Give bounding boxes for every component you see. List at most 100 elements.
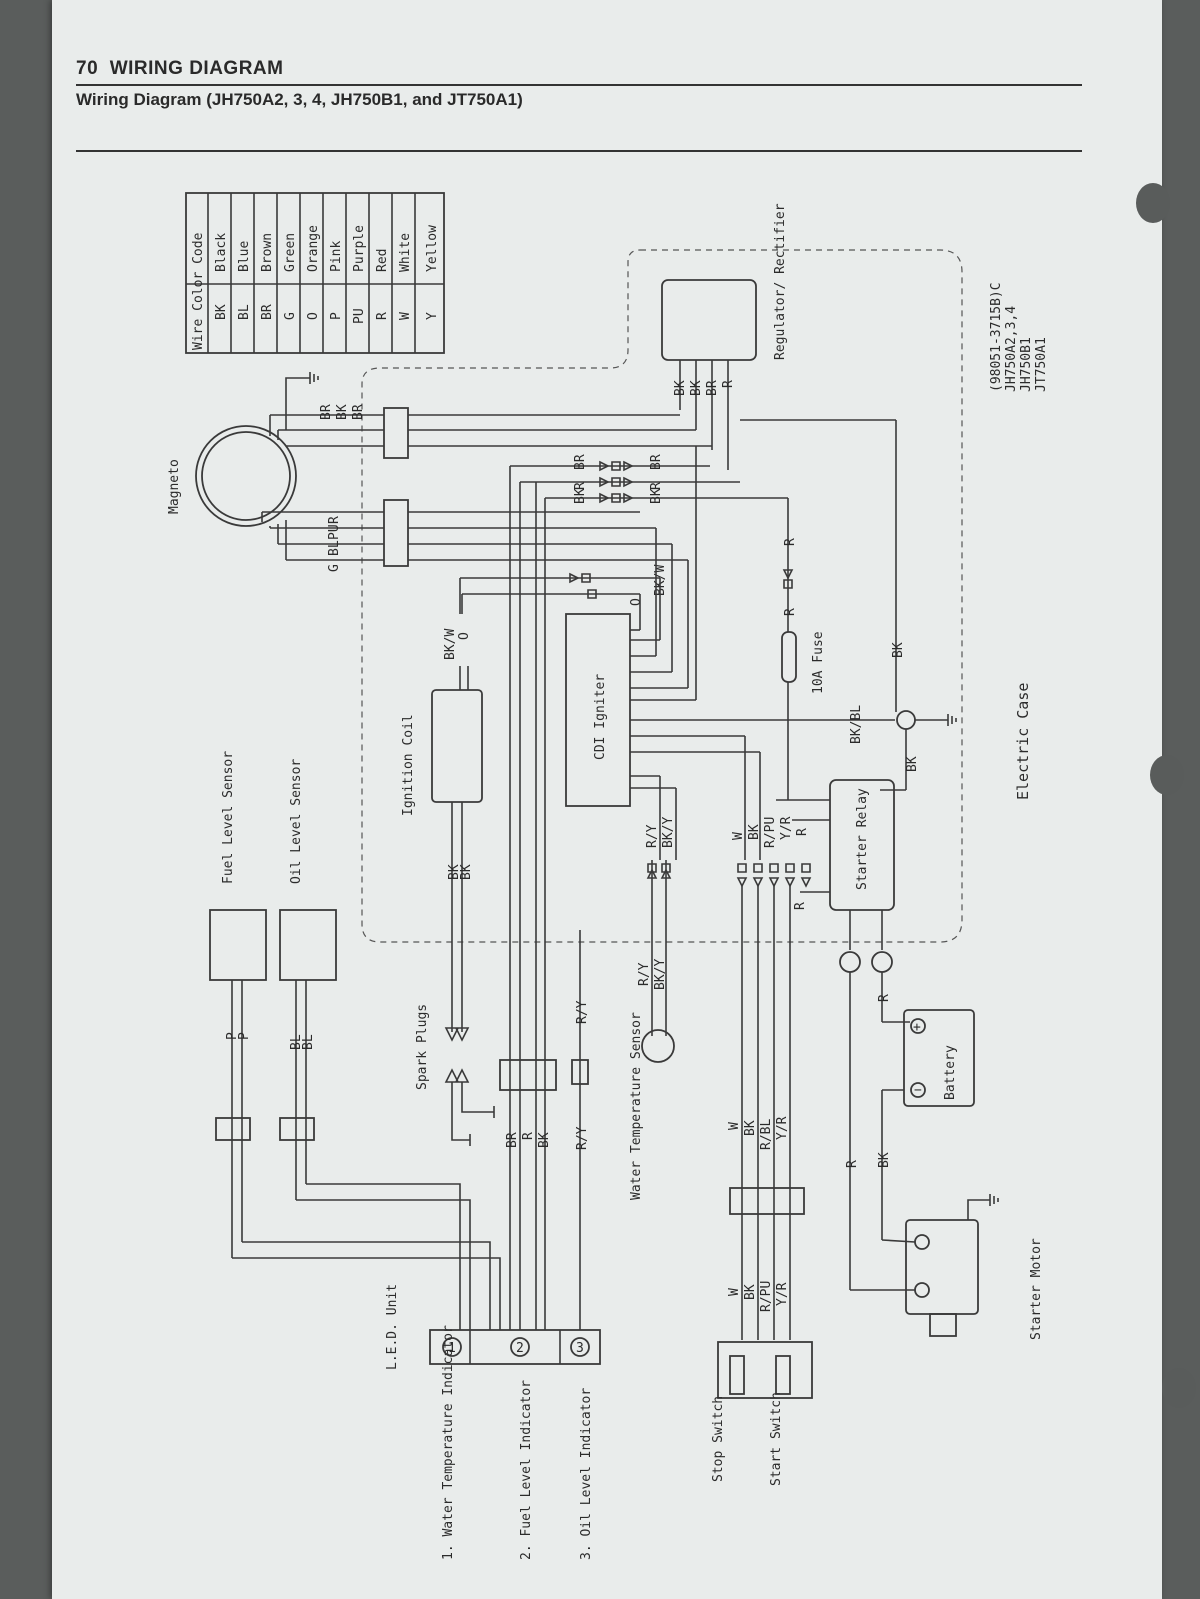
section-title: WIRING DIAGRAM: [109, 58, 284, 79]
wire-label: R: [649, 482, 664, 490]
battery-negative-terminal: [910, 1082, 926, 1098]
wire-label: R/Y: [575, 1126, 590, 1150]
wire-label: R/Y: [645, 824, 660, 848]
stop-switch-label: Stop Switch: [711, 1396, 726, 1482]
switch-connector: [729, 1187, 805, 1215]
switch-housing: [717, 1341, 813, 1399]
wire-label: R/PU: [763, 817, 778, 848]
led-indicator-label: 1. Water Temperature Indicator: [441, 1325, 456, 1560]
harness-connector: [499, 1059, 557, 1091]
stop-switch-button[interactable]: [729, 1355, 745, 1395]
starter-motor-terminal: [914, 1234, 930, 1250]
starter-motor-label: Starter Motor: [1029, 1238, 1044, 1340]
led-indicator-label: 3. Oil Level Indicator: [579, 1388, 594, 1560]
color-name: Purple: [352, 225, 367, 272]
wire-label: Y/R: [775, 1116, 790, 1140]
cdi-igniter-box: [565, 613, 631, 807]
wire-label: P: [225, 1032, 240, 1040]
wire-label: BR: [573, 454, 588, 470]
wire-label: O: [629, 598, 644, 606]
start-switch-label: Start Switch: [769, 1392, 784, 1486]
spark-plugs-label: Spark Plugs: [415, 1004, 430, 1090]
magneto-top-connector: [383, 407, 409, 459]
color-code: BK: [214, 304, 229, 320]
wire-label: BR: [649, 454, 664, 470]
wire-label: R: [845, 1160, 860, 1168]
wire-label: BL: [327, 540, 342, 556]
fuse-label: 10A Fuse: [811, 631, 826, 694]
magneto: Magneto: [167, 425, 297, 527]
page-subtitle: Wiring Diagram (JH750A2, 3, 4, JH750B1, …: [76, 90, 523, 109]
wire-label: BL: [301, 1034, 316, 1050]
color-name: Yellow: [425, 225, 440, 272]
binder-hole: [1162, 1368, 1196, 1408]
water-temp-label: Water Temperature Sensor: [629, 1012, 644, 1200]
fuel-level-sensor-label: Fuel Level Sensor: [221, 751, 236, 884]
color-code: R: [375, 312, 390, 320]
led-unit-box: [429, 1329, 601, 1365]
color-name: Orange: [306, 225, 321, 272]
wire-label: R: [783, 608, 798, 616]
svg-text:−: −: [914, 1083, 922, 1098]
color-name: Brown: [260, 233, 275, 272]
starter-motor-box: [905, 1219, 979, 1315]
wire-label: R/Y: [637, 962, 652, 986]
diode-block: BR R BK BR R BK: [510, 454, 788, 504]
start-switch-button[interactable]: [775, 1355, 791, 1395]
color-code: Y: [425, 312, 440, 320]
wire-label: BK: [747, 824, 762, 840]
color-code: P: [329, 312, 344, 320]
regulator-label: Regulator/ Rectifier: [773, 203, 788, 360]
battery-box: [903, 1009, 975, 1107]
color-code: W: [398, 312, 413, 320]
wire-label: Y/R: [775, 1282, 790, 1306]
magneto-bottom-connector: [383, 499, 409, 567]
electric-case-outline: [361, 249, 963, 943]
led-indicator-1: [442, 1337, 462, 1357]
starter-motor-terminal: [914, 1282, 930, 1298]
wire-label: G: [327, 564, 342, 572]
wire-label: BR: [319, 404, 334, 420]
fuel-sensor-connector: [215, 1117, 251, 1141]
relay-terminal: [871, 951, 893, 973]
svg-text:+: +: [913, 1020, 921, 1035]
color-code: O: [306, 312, 321, 320]
wire-label: BK/W: [443, 629, 458, 660]
color-name: Green: [283, 233, 298, 272]
oil-level-sensor-box: [279, 909, 337, 981]
color-name: White: [398, 233, 413, 272]
led-unit-label: L.E.D. Unit: [385, 1284, 400, 1370]
color-code: BL: [237, 304, 252, 320]
ry-connector: [571, 1059, 589, 1085]
subtitle-rule: [76, 150, 1082, 152]
led-number: 3: [576, 1341, 584, 1356]
led-number: 1: [448, 1341, 456, 1356]
wire-label: R/BL: [759, 1119, 774, 1150]
model-code: JH750A2,3,4: [1004, 306, 1019, 392]
ground-terminal: [896, 710, 916, 730]
magneto-label: Magneto: [167, 459, 182, 514]
ignition-coil-box: [431, 689, 483, 803]
wire-label: Y/R: [779, 816, 794, 840]
wire-label: BK: [649, 488, 664, 504]
manual-page: [52, 0, 1162, 1599]
oil-sensor-connector: [279, 1117, 315, 1141]
wire-label: R/PU: [759, 1281, 774, 1312]
wire-label: BK: [573, 488, 588, 504]
color-code: PU: [352, 308, 367, 324]
wire-label: BK: [877, 1152, 892, 1168]
wire-label: BK: [537, 1132, 552, 1148]
wire-label: BK: [673, 380, 688, 396]
wire-label: BR: [351, 404, 366, 420]
ignition-coil-label: Ignition Coil: [401, 714, 416, 816]
wire-label: BK: [891, 642, 906, 658]
wire-label: BK/Y: [653, 959, 668, 990]
wire-label: R: [795, 828, 810, 836]
wire-label: BK: [743, 1284, 758, 1300]
led-indicator-3: [570, 1337, 590, 1357]
electric-case-label: Electric Case: [1014, 683, 1032, 800]
header-rule: [76, 84, 1082, 86]
oil-level-sensor-label: Oil Level Sensor: [289, 759, 304, 884]
battery-positive-terminal: [910, 1018, 926, 1034]
